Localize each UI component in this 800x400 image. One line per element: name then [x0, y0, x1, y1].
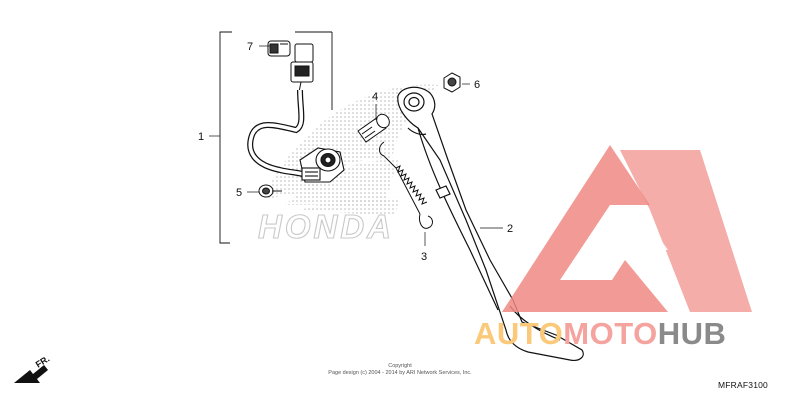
callout-1: 1	[198, 131, 204, 143]
copyright-line-1: Copyright	[388, 363, 412, 369]
callout-2: 2	[507, 223, 513, 235]
copyright-line-2: Page design (c) 2004 - 2014 by ARI Netwo…	[328, 370, 472, 376]
side-stand-switch	[299, 147, 345, 183]
logo-word-hub: HUB	[657, 316, 727, 351]
wire-connector	[290, 43, 314, 93]
return-spring	[379, 141, 433, 229]
callout-7: 7	[247, 41, 253, 53]
assembly-bracket	[219, 31, 232, 244]
front-direction-arrow: FR.	[14, 354, 51, 383]
front-label: FR.	[34, 354, 52, 370]
logo-word-moto: MOTO	[563, 316, 658, 351]
copyright-notice: Copyright Page design (c) 2004 - 2014 by…	[300, 363, 500, 377]
honda-watermark-text: HONDA	[258, 208, 394, 245]
switch-bolt	[258, 184, 282, 198]
connector-clip	[267, 40, 291, 57]
callout-5: 5	[236, 187, 242, 199]
callout-4: 4	[372, 91, 378, 103]
pivot-bolt	[357, 113, 390, 143]
callout-6: 6	[474, 79, 480, 91]
callout-leaders	[209, 45, 503, 246]
automotohub-logo-mark	[502, 145, 752, 312]
automotohub-logo-text: AUTOMOTOHUB	[474, 318, 726, 349]
callout-3: 3	[421, 251, 427, 263]
diagram-code: MFRAF3100	[718, 380, 768, 390]
pivot-nut	[443, 72, 461, 93]
logo-word-auto: AUTO	[474, 316, 564, 351]
